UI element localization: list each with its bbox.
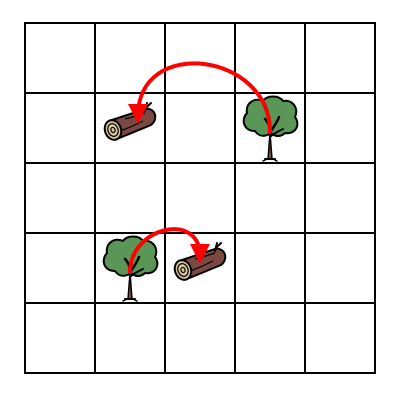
grid-cell-r3-c4[interactable] — [304, 232, 376, 304]
grid — [24, 22, 376, 374]
grid-cell-r4-c4[interactable] — [304, 302, 376, 374]
move-arrow-2 — [128, 227, 210, 274]
grid-cell-r4-c3[interactable] — [234, 302, 306, 374]
grid-cell-r3-c0[interactable] — [24, 232, 96, 304]
grid-cell-r4-c2[interactable] — [164, 302, 236, 374]
move-arrow-1 — [128, 61, 272, 134]
move-arrows-layer — [128, 61, 272, 274]
grid-cell-r2-c0[interactable] — [24, 162, 96, 234]
grid-cell-r2-c4[interactable] — [304, 162, 376, 234]
grid-cell-r1-c4[interactable] — [304, 92, 376, 164]
grid-cell-r0-c2[interactable] — [164, 22, 236, 94]
grid-cell-r2-c2[interactable] — [164, 162, 236, 234]
grid-cell-r2-c3[interactable] — [234, 162, 306, 234]
grid-cell-r2-c1[interactable] — [94, 162, 166, 234]
grid-cell-r1-c0[interactable] — [24, 92, 96, 164]
grid-cell-r0-c1[interactable] — [94, 22, 166, 94]
grid-cell-r0-c4[interactable] — [304, 22, 376, 94]
grid-cell-r0-c0[interactable] — [24, 22, 96, 94]
grid-cell-r4-c0[interactable] — [24, 302, 96, 374]
grid-cell-r4-c1[interactable] — [94, 302, 166, 374]
grid-cell-r3-c3[interactable] — [234, 232, 306, 304]
grid-cell-r1-c2[interactable] — [164, 92, 236, 164]
